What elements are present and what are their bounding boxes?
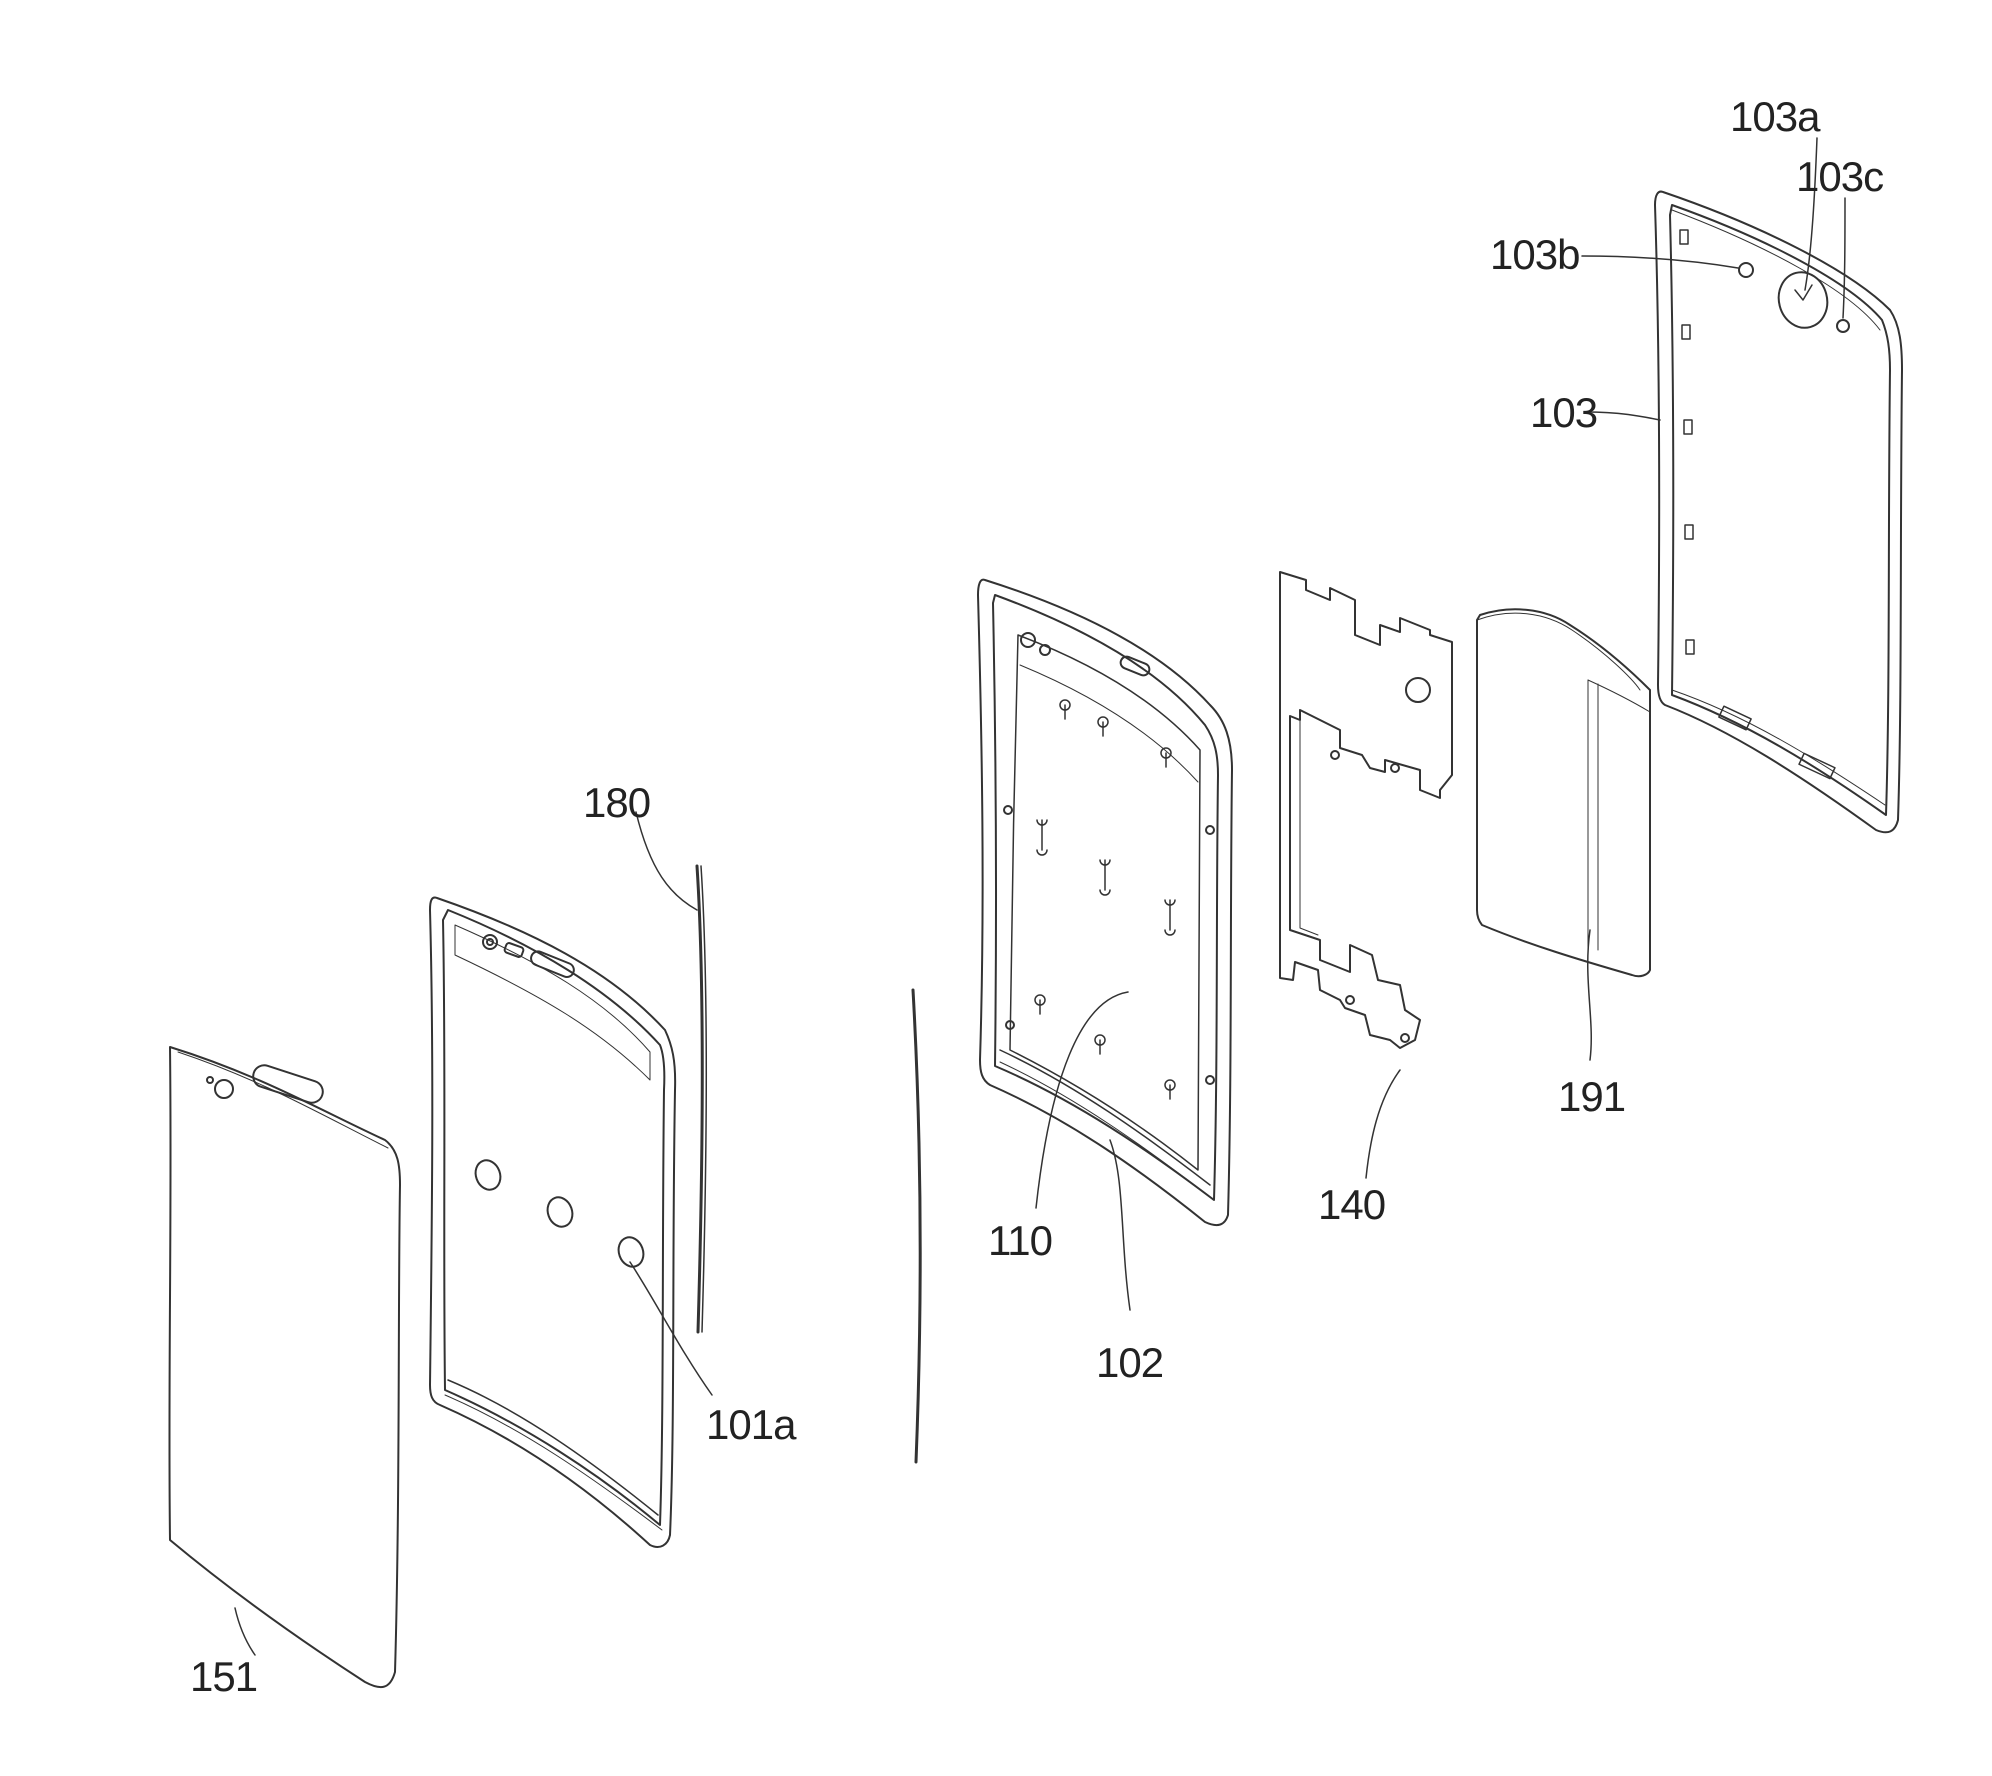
leader-lines bbox=[235, 138, 1845, 1655]
label-103: 103 bbox=[1530, 392, 1597, 434]
label-151: 151 bbox=[190, 1656, 257, 1698]
label-103c: 103c bbox=[1796, 156, 1883, 198]
label-103a: 103a bbox=[1730, 96, 1819, 138]
battery-191 bbox=[1477, 609, 1650, 976]
side-strip-180 bbox=[697, 866, 706, 1332]
label-102: 102 bbox=[1096, 1342, 1163, 1384]
internal-bracket-140 bbox=[1280, 572, 1452, 1048]
label-140: 140 bbox=[1318, 1184, 1385, 1226]
middle-frame-102 bbox=[978, 580, 1232, 1225]
label-101a: 101a bbox=[706, 1404, 795, 1446]
display-window-151 bbox=[169, 1047, 400, 1687]
label-103b: 103b bbox=[1490, 234, 1579, 276]
rear-case-103 bbox=[1655, 192, 1902, 833]
label-110: 110 bbox=[988, 1220, 1052, 1262]
front-case-101 bbox=[430, 898, 675, 1547]
label-180: 180 bbox=[583, 782, 650, 824]
side-strip bbox=[913, 990, 920, 1462]
label-191: 191 bbox=[1558, 1076, 1625, 1118]
